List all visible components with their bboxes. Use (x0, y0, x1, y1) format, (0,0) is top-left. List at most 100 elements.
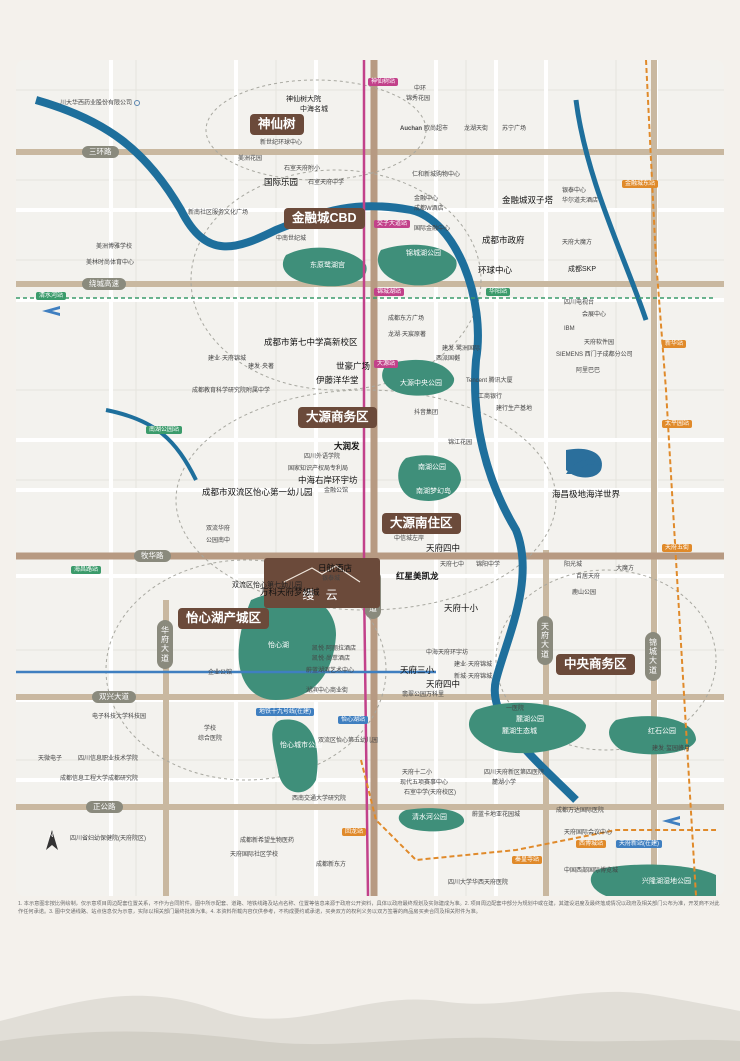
poi: 一医院 (506, 706, 525, 712)
poi: 石室中学(天府校区) (404, 790, 456, 796)
district-central-business: 中央商务区 (556, 654, 635, 675)
poi: 天府大魔方 (562, 240, 593, 246)
road-shuangxing: 双兴大道 (92, 691, 136, 703)
poi: 四川省妇幼保健院(天府院区) (70, 836, 146, 842)
poi-park: 兴隆湖湿地公园 (642, 878, 691, 885)
station-jincheng: 锦城湖站 (374, 288, 405, 296)
poi: 成都新东方 (316, 862, 347, 868)
poi: 大润发 (334, 441, 360, 451)
poi: 天府七中 (440, 562, 465, 568)
poi-park: 南湖梦幻岛 (416, 488, 451, 495)
poi: 建发·鹭洲国际 (442, 346, 480, 352)
poi: 龙湖天街 (464, 126, 489, 132)
airplane-icon (42, 306, 60, 316)
poi: 综合医院 (198, 736, 223, 742)
poi-park: 怡心湖 (268, 642, 289, 649)
poi: 仁和新城购物中心 (412, 172, 461, 178)
poi-park: 怡心城市公园 (280, 742, 322, 749)
poi: 国家知识产权局专利局 (288, 466, 349, 472)
poi: 天府三小 (400, 665, 435, 675)
station-jincheng-east: 金融城东站 (622, 180, 659, 188)
poi: 电子科技大学科技园 (92, 714, 147, 720)
station-shenxianshu: 神仙树站 (368, 78, 399, 86)
poi: 建行生产基地 (496, 406, 533, 412)
poi: 天府软件园 (584, 340, 615, 346)
road-raocheng: 绕城高速 (82, 278, 126, 290)
poi: 石室天府附小 (284, 166, 321, 172)
poi: 银泰城 (322, 576, 341, 582)
road-huafu: 华府大道 (157, 620, 173, 669)
poi: SIEMENS 西门子成都分公司 (556, 352, 633, 358)
poi: 工商银行 (478, 394, 503, 400)
poi: 银泰中心 (562, 188, 587, 194)
poi: 建业·天府锦城 (208, 356, 246, 362)
poi: 百居天府 (576, 574, 601, 580)
poi: 万科天府梦想城 (260, 587, 320, 597)
project-block: 缦 云 (264, 558, 380, 608)
map-frame: 三环路 绕城高速 牧华路 双兴大道 正公路 华府大道 天府大道 锦城大道 剑南大… (16, 60, 724, 896)
poi: 中海名城 (300, 106, 328, 113)
poi: 成都万达国际医院 (556, 808, 605, 814)
poi: 红星美凯龙 (396, 571, 439, 581)
road-muhua: 牧华路 (134, 550, 171, 562)
poi: 建发·玺园峰月 (652, 746, 690, 752)
poi: 苏宁广场 (502, 126, 527, 132)
poi: 天府国际社区学校 (230, 852, 279, 858)
poi: 美洲博雅学校 (96, 244, 133, 250)
poi: 成都新希望生物医药 (240, 838, 295, 844)
poi: 金融城双子塔 (502, 195, 554, 205)
road-sanhuan: 三环路 (82, 146, 119, 158)
poi: 四川信息职业技术学院 (78, 756, 139, 762)
poi: 凯悦·尚萃酒店 (312, 656, 350, 662)
station-tianfu-new: 天府新站(在建) (616, 840, 662, 848)
poi: 伊藤洋华堂 (316, 375, 359, 385)
poi: 新城·天府锦城 (454, 674, 492, 680)
poi-park: 南湖公园 (418, 464, 446, 471)
road-tianfu: 天府大道 (537, 616, 553, 665)
station-taiping: 太平园站 (662, 420, 693, 428)
poi: 建业·天府锦城 (454, 662, 492, 668)
poi: 日航酒店 (318, 563, 353, 573)
poi-park: 清水河公园 (412, 814, 447, 821)
poi: 天府十小 (444, 603, 479, 613)
poi: 国际金融中心 (414, 226, 451, 232)
poi: 西南交通大学研究院 (292, 796, 347, 802)
poi: 石室天府中学 (308, 180, 345, 186)
poi: 成都市双流区怡心第一幼儿园 (202, 487, 313, 497)
poi: 中信城左岸 (394, 536, 425, 542)
poi: 大魔方 (616, 566, 635, 572)
project-name: 缦 云 (302, 588, 342, 602)
poi: 世豪广场 (336, 361, 371, 371)
poi: 天府四中 (426, 543, 461, 553)
station-yixinhu: 怡心湖站 (338, 716, 369, 724)
poi: IBM (564, 326, 575, 332)
poi: 建发·央著 (248, 364, 274, 370)
poi: 翡翠公园万科里 (402, 692, 445, 698)
poi: 新世纪环球中心 (260, 140, 303, 146)
poi: 蔚蓝卡地亚花园城 (472, 812, 521, 818)
station-tianfu5: 天府五街 (662, 544, 693, 552)
station-qinhuang: 秦皇寺站 (512, 856, 543, 864)
station-haichang: 海昌路站 (71, 566, 102, 574)
district-dayuan-business: 大源商务区 (298, 407, 377, 428)
station-huilong: 回龙站 (342, 828, 367, 836)
poi: 成都W酒店 (414, 206, 444, 212)
district-shenxianshu: 神仙树 (250, 114, 304, 135)
poi: 成都东方广场 (388, 316, 425, 322)
poi: 成都SKP (568, 266, 597, 273)
poi: 锦江花园 (448, 440, 473, 446)
poi: 美林时尚体育中心 (86, 260, 135, 266)
poi: 凯悦·阿丽拉酒店 (312, 646, 356, 652)
poi: 麓湖小学 (492, 780, 517, 786)
poi: 西派国樾 (436, 356, 461, 362)
station-huayang: 华阳站 (486, 288, 511, 296)
station-jiaozi: 交子大道站 (374, 220, 411, 228)
poi: 欧尚超市 (424, 126, 449, 132)
poi: 新南社区服务文化广场 (188, 210, 249, 216)
poi: 四川天府新区第四医院 (484, 770, 545, 776)
poi: 鹿山公园 (572, 590, 597, 596)
mountain-icon (283, 565, 361, 583)
poi-park: 锦城湖公园 (406, 250, 441, 257)
district-dayuan-south: 大源南住区 (382, 513, 461, 534)
poi: 金融中心 (414, 196, 439, 202)
